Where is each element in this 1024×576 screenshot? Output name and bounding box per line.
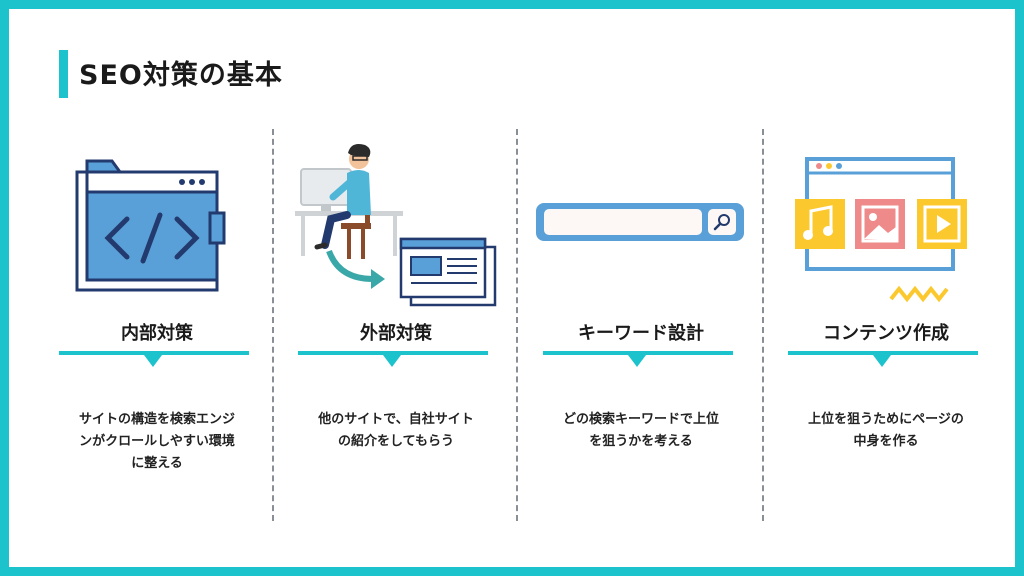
pointer-triangle [628, 355, 646, 367]
column-description: サイトの構造を検索エンジ ンがクロールしやすい環境 に整える [78, 412, 235, 471]
heading-underline [298, 351, 488, 355]
page-title: SEO対策の基本 [79, 60, 283, 91]
column-description: どの検索キーワードで上位 を狙うかを考える [562, 412, 719, 449]
column-heading: 外部対策 [360, 323, 432, 344]
title-accent-bar [59, 50, 68, 98]
heading-underline [788, 351, 978, 355]
media-window-icon [795, 157, 967, 303]
column-external-seo: 外部対策 他のサイトで、自社サイト の紹介をしてもらう [281, 129, 511, 521]
pointer-triangle [383, 355, 401, 367]
column-heading: コンテンツ作成 [823, 323, 949, 344]
column-keyword-design: キーワード設計 どの検索キーワードで上位 を狙うかを考える [526, 129, 756, 521]
code-window-icon [75, 159, 226, 292]
column-divider [272, 129, 274, 521]
heading-underline [59, 351, 249, 355]
pointer-triangle [873, 355, 891, 367]
column-heading: 内部対策 [121, 323, 193, 344]
column-description: 他のサイトで、自社サイト の紹介をしてもらう [318, 412, 474, 449]
person-computer-link-icon [295, 144, 497, 307]
column-internal-seo: 内部対策 サイトの構造を検索エンジ ンがクロールしやすい環境 に整える [42, 129, 272, 521]
column-divider [516, 129, 518, 521]
column-description: 上位を狙うためにページの 中身を作る [808, 412, 964, 449]
column-content-creation: コンテンツ作成 上位を狙うためにページの 中身を作る [771, 129, 1001, 521]
pointer-triangle [144, 355, 162, 367]
column-divider [762, 129, 764, 521]
column-heading: キーワード設計 [578, 323, 704, 344]
heading-underline [543, 351, 733, 355]
search-bar-icon [536, 203, 744, 241]
